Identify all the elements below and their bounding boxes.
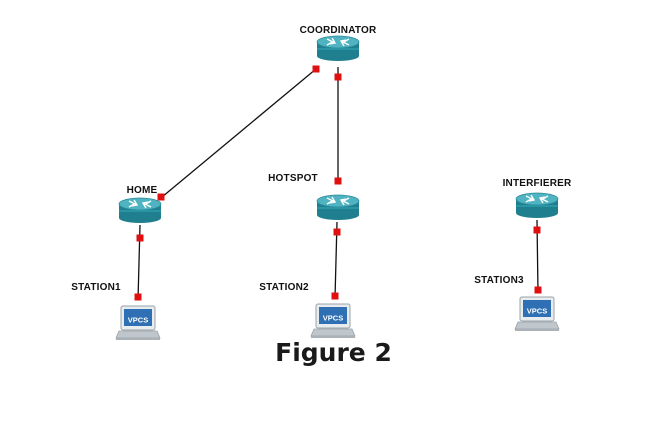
port-hotspot-station2-hotspot[interactable] xyxy=(333,228,341,236)
port-home-station1-home[interactable] xyxy=(136,234,144,242)
station1-label: STATION1 xyxy=(71,282,121,293)
coordinator-router-icon[interactable] xyxy=(316,35,360,61)
station1-screen-text: VPCS xyxy=(128,315,148,324)
station1-vpcs-pc-icon[interactable]: VPCS xyxy=(115,305,161,340)
port-interfierer-station3-interfierer[interactable] xyxy=(533,226,541,234)
station3-screen-text: VPCS xyxy=(527,306,547,315)
station3-vpcs-pc-icon[interactable]: VPCS xyxy=(514,296,560,331)
coordinator-label: COORDINATOR xyxy=(300,25,377,36)
port-hotspot-station2-station2[interactable] xyxy=(331,292,339,300)
port-coordinator-hotspot-coordinator[interactable] xyxy=(334,73,342,81)
port-coordinator-hotspot-hotspot[interactable] xyxy=(334,177,342,185)
ports-layer xyxy=(134,65,542,301)
station2-label: STATION2 xyxy=(259,282,309,293)
port-interfierer-station3-station3[interactable] xyxy=(534,286,542,294)
hotspot-router-icon[interactable] xyxy=(316,194,360,220)
station2-screen-text: VPCS xyxy=(323,313,343,322)
port-home-station1-station1[interactable] xyxy=(134,293,142,301)
home-router-icon[interactable] xyxy=(118,197,162,223)
hotspot-label: HOTSPOT xyxy=(268,173,318,184)
station2-vpcs-pc-icon[interactable]: VPCS xyxy=(310,303,356,338)
figure-caption: Figure 2 xyxy=(275,338,392,367)
interfierer-router-icon[interactable] xyxy=(515,192,559,218)
home-label: HOME xyxy=(127,185,158,196)
link-coordinator-home[interactable] xyxy=(161,68,317,198)
port-coordinator-home-home[interactable] xyxy=(157,193,165,201)
nodes-layer: VPCS VPCS VPCS xyxy=(115,35,560,340)
labels-layer: COORDINATOR HOME HOTSPOT INTERFIERER STATION… xyxy=(71,25,572,293)
interfierer-label: INTERFIERER xyxy=(503,178,572,189)
port-coordinator-home-coordinator[interactable] xyxy=(312,65,320,73)
station3-label: STATION3 xyxy=(474,275,524,286)
